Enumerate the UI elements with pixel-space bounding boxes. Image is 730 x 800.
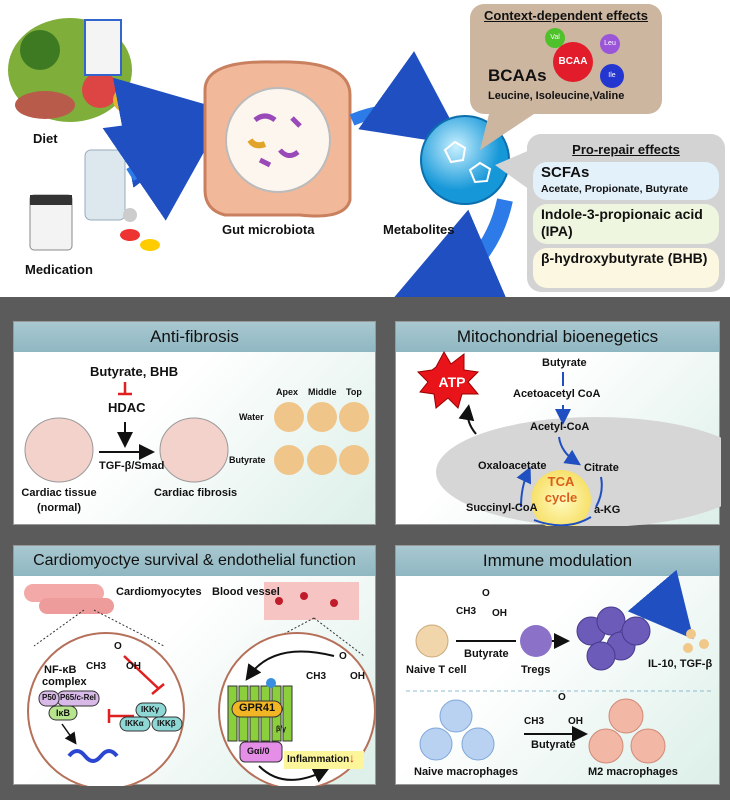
gut-illustration [203, 60, 352, 218]
scfas-item: SCFAs Acetate, Propionate, Butyrate [533, 162, 719, 200]
gut-microbiota-label: Gut microbiota [222, 222, 315, 237]
fibrotic-tissue [159, 417, 229, 483]
dna-icon [67, 749, 119, 763]
panel-title: Cardiomyoctye survival & endothelial fun… [14, 546, 375, 576]
panel-title: Mitochondrial bioenegetics [396, 322, 719, 352]
anti-fibrosis-panel: Anti-fibrosis Butyrate, BHB HDAC TGF-β/S… [13, 321, 376, 525]
bcaas-label: BCAAs [488, 66, 547, 85]
ipa-item: Indole-3-propionaic acid (IPA) [533, 204, 719, 244]
medication-label: Medication [25, 262, 93, 277]
diet-label: Diet [33, 131, 58, 146]
inhibit-symbol [118, 382, 132, 396]
ile-atom: Ile [600, 64, 624, 88]
panel-title: Anti-fibrosis [14, 322, 375, 352]
mitochondrion [436, 417, 721, 526]
normal-tissue [24, 417, 94, 483]
val-atom: Val [545, 28, 565, 48]
immune-panel: Immune modulation O CH3 OH Butyrate Naiv… [395, 545, 720, 785]
atp-burst [416, 350, 480, 409]
medication-arrow [102, 111, 227, 221]
bhb-item: β-hydroxybutyrate (BHB) [533, 248, 719, 288]
diet-arrow [112, 77, 234, 188]
leu-atom: Leu [600, 34, 620, 54]
metabolites-label: Metabolites [383, 222, 455, 237]
gpr41-label: GPR41 [239, 702, 276, 714]
context-dependent-box: Context-dependent effects BCAA Val Leu I… [470, 4, 662, 114]
bcaas-detail: Leucine, Isoleucine,Valine [488, 90, 625, 102]
cardiomyocyte-zoom [27, 632, 185, 786]
pro-repair-box: Pro-repair effects SCFAs Acetate, Propio… [527, 134, 725, 292]
mitochondrial-panel: Mitochondrial bioenegetics ATP Butyrate … [395, 321, 721, 526]
decrease-arrow-icon: ↓ [349, 751, 355, 765]
gut-to-metabolites-arrow [349, 51, 465, 146]
tca-circle [531, 470, 591, 526]
cardiomyocyte-panel: Cardiomyoctye survival & endothelial fun… [13, 545, 376, 786]
bcaa-molecule: BCAA [553, 42, 593, 82]
metabolites-to-effects-arrow [375, 198, 519, 328]
diet-illustration [8, 18, 137, 122]
